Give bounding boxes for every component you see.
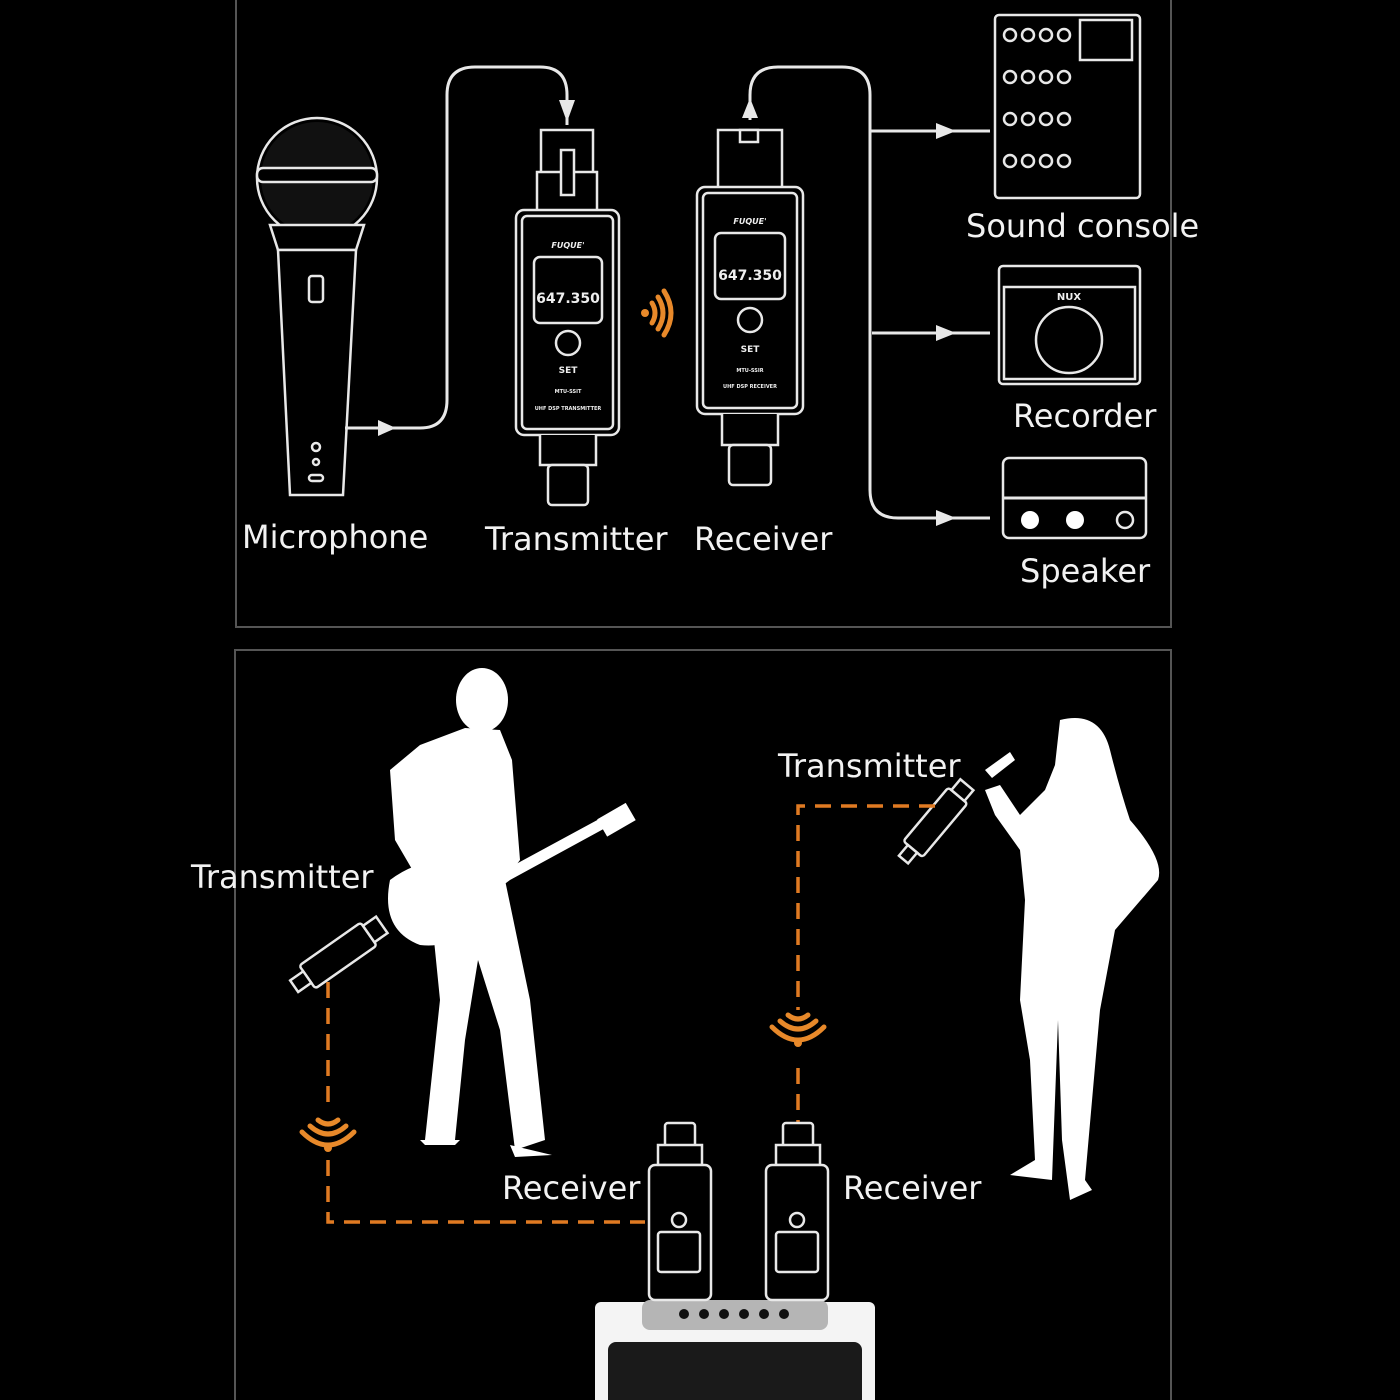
amp-dot [699,1309,709,1319]
wireless-signal-icon [769,1012,827,1047]
transmitter-label: Transmitter [484,520,668,558]
svg-text:FUQUE': FUQUE' [551,241,584,250]
console-knob [1056,153,1072,169]
vocal-transmitter-label: Transmitter [777,747,961,785]
svg-text:647.350: 647.350 [536,291,600,307]
vocal-signal-path [796,804,935,1122]
mic-cable [345,65,569,430]
top-panel: FUQUE' 647.350 SET MTU-SSIT UHF DSP TRAN… [235,0,1199,628]
amp-dot [719,1309,729,1319]
amp-dot [759,1309,769,1319]
console-knob [1020,153,1036,169]
console-knob [1038,111,1054,127]
sound-console-illustration [993,13,1142,200]
svg-text:UHF DSP TRANSMITTER: UHF DSP TRANSMITTER [535,406,602,412]
amp-dot [739,1309,749,1319]
speaker-label: Speaker [1020,552,1151,590]
wireless-signal-icon [641,288,674,338]
console-knob [1002,153,1018,169]
svg-text:UHF DSP RECEIVER: UHF DSP RECEIVER [723,384,777,390]
console-knob [1020,69,1036,85]
left-receiver-device [647,1121,713,1302]
svg-text:MTU-SSIR: MTU-SSIR [736,368,763,374]
guitar-signal-path [326,982,645,1224]
console-knob [1056,27,1072,43]
left-receiver-label: Receiver [502,1169,641,1207]
console-knob [1038,69,1054,85]
amplifier-illustration [595,1300,875,1400]
svg-text:FUQUE': FUQUE' [733,217,766,226]
guitar-transmitter-label: Transmitter [190,858,374,896]
receiver-device: FUQUE' 647.350 SET MTU-SSIR UHF DSP RECE… [695,128,805,487]
amp-dot [779,1309,789,1319]
svg-text:MTU-SSIT: MTU-SSIT [555,389,582,395]
amp-dot [679,1309,689,1319]
output-cable [748,65,990,520]
receiver-label: Receiver [694,520,833,558]
transmitter-device: FUQUE' 647.350 SET MTU-SSIT UHF DSP TRAN… [514,128,621,507]
guitarist-silhouette [388,668,636,1157]
svg-text:SET: SET [559,366,579,376]
console-knob [1020,111,1036,127]
singer-silhouette [985,718,1160,1200]
right-receiver-label: Receiver [843,1169,982,1207]
guitar-transmitter-device [288,914,390,994]
right-receiver-device [764,1121,830,1302]
console-knob [1002,69,1018,85]
set-button [554,329,582,357]
console-knob [1056,111,1072,127]
microphone-illustration [255,116,379,497]
console-knob [1056,69,1072,85]
set-button [736,306,764,334]
console-knob [1002,27,1018,43]
wireless-signal-icon [299,1117,357,1152]
svg-text:SET: SET [741,345,761,355]
sound-console-label: Sound console [966,207,1199,245]
bottom-panel-border [234,649,1172,1400]
console-knob [1038,153,1054,169]
recorder-illustration: NUX [997,264,1142,386]
console-knob [1038,27,1054,43]
recorder-label: Recorder [1013,397,1157,435]
console-knob [1020,27,1036,43]
bottom-panel: Transmitter Transmitter Receiver Receive… [190,649,1172,1400]
speaker-illustration [1001,456,1148,540]
top-panel-border [235,0,1172,628]
svg-text:647.350: 647.350 [718,268,782,284]
svg-text:NUX: NUX [1057,292,1081,303]
vocal-transmitter-device [897,777,976,866]
microphone-label: Microphone [242,518,428,556]
console-knob [1002,111,1018,127]
